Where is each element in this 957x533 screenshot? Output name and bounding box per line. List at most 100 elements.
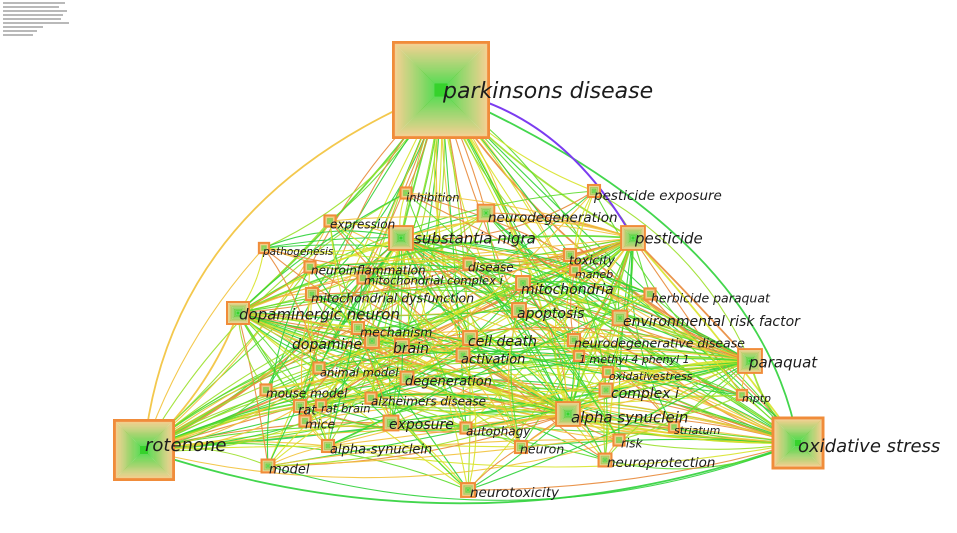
network-link xyxy=(567,359,751,415)
node-ring xyxy=(298,404,302,408)
node-neurotox[interactable] xyxy=(460,482,476,498)
network-link xyxy=(327,277,364,447)
node-animal[interactable] xyxy=(312,361,326,375)
node-dopamine[interactable] xyxy=(364,333,380,349)
node-mptp[interactable] xyxy=(735,388,749,402)
network-link xyxy=(522,281,651,295)
node-rotenone[interactable] xyxy=(113,419,175,481)
node-erf[interactable] xyxy=(611,309,629,327)
node-pd[interactable] xyxy=(392,41,490,139)
node-apop[interactable] xyxy=(511,302,527,318)
network-link xyxy=(593,190,751,362)
node-mito[interactable] xyxy=(515,275,531,291)
node-autophagy[interactable] xyxy=(459,421,473,435)
node-ring xyxy=(603,458,607,462)
network-link xyxy=(371,340,522,448)
node-ox[interactable] xyxy=(771,416,825,470)
node-label-ox: oxidative stress xyxy=(798,436,940,457)
node-ring xyxy=(517,308,521,312)
node-ring xyxy=(521,281,525,285)
node-striatum[interactable] xyxy=(667,420,681,434)
node-neuron[interactable] xyxy=(513,439,529,455)
node-ndd[interactable] xyxy=(566,332,582,348)
node-model[interactable] xyxy=(260,458,276,474)
network-link xyxy=(143,237,402,451)
node-alphasyn2[interactable] xyxy=(320,438,336,454)
node-label-mitodys: mitochondrial dysfunction xyxy=(311,291,474,306)
node-label-mouse: mouse model xyxy=(266,387,348,401)
node-asyn[interactable] xyxy=(555,401,581,427)
node-ring xyxy=(389,421,393,425)
node-ring xyxy=(630,235,636,241)
node-label-pd: parkinsons disease xyxy=(442,79,653,104)
node-disease[interactable] xyxy=(462,257,476,271)
node-ring xyxy=(577,354,581,358)
network-link xyxy=(265,354,464,391)
node-label-activation: activation xyxy=(461,353,525,368)
network-link xyxy=(267,439,620,467)
node-neurodeg[interactable] xyxy=(476,203,496,223)
node-inhibition[interactable] xyxy=(399,186,413,200)
node-label-mechanism: mechanism xyxy=(360,325,432,340)
node-ring xyxy=(303,419,307,423)
node-label-alz: alzheimers disease xyxy=(371,395,486,409)
node-mice[interactable] xyxy=(298,414,312,428)
network-link xyxy=(263,237,651,295)
network-link xyxy=(485,212,751,362)
node-pestexp[interactable] xyxy=(586,183,602,199)
node-brain[interactable] xyxy=(394,338,410,354)
node-expression[interactable] xyxy=(323,214,337,228)
node-pest[interactable] xyxy=(620,225,646,251)
node-ring xyxy=(468,336,472,340)
network-link xyxy=(400,237,675,428)
node-ring xyxy=(356,326,360,330)
network-link xyxy=(143,439,620,479)
node-mitodys[interactable] xyxy=(304,286,320,302)
node-exposure[interactable] xyxy=(382,414,400,432)
node-ring xyxy=(519,445,523,449)
node-herbpara[interactable] xyxy=(643,287,657,301)
network-link xyxy=(237,312,743,397)
node-dn[interactable] xyxy=(226,301,250,325)
network-link xyxy=(309,266,469,491)
node-mitocx[interactable] xyxy=(356,271,370,285)
node-alz[interactable] xyxy=(364,391,378,405)
node-rat[interactable] xyxy=(292,398,308,414)
node-degeneration[interactable] xyxy=(399,370,415,386)
network-link xyxy=(574,269,608,461)
network-link xyxy=(237,312,329,447)
network-link xyxy=(405,192,634,239)
node-risk[interactable] xyxy=(612,433,626,447)
network-link xyxy=(357,327,751,372)
network-link xyxy=(467,446,522,491)
node-maneb[interactable] xyxy=(568,263,582,277)
network-link xyxy=(468,263,606,461)
network-link xyxy=(237,263,470,314)
node-ring xyxy=(370,339,374,343)
network-link xyxy=(237,289,621,319)
node-oxstress2[interactable] xyxy=(601,365,615,379)
node-ring xyxy=(139,445,149,455)
network-link xyxy=(370,309,520,399)
node-neuroinfl[interactable] xyxy=(303,260,317,274)
network-link xyxy=(263,244,751,362)
node-toxicity[interactable] xyxy=(562,247,578,263)
node-mechanism[interactable] xyxy=(350,320,366,336)
node-activation[interactable] xyxy=(455,347,471,363)
node-label-ratbrain: rat brain xyxy=(321,402,371,416)
node-neuroprot[interactable] xyxy=(597,452,613,468)
network-link xyxy=(237,192,407,314)
network-link xyxy=(440,89,799,444)
node-mptp4[interactable] xyxy=(572,349,586,363)
node-paraquat[interactable] xyxy=(737,348,763,374)
network-link xyxy=(311,293,743,396)
node-celldeath[interactable] xyxy=(462,330,478,346)
node-ratbrain[interactable] xyxy=(314,398,328,412)
node-mouse[interactable] xyxy=(259,383,273,397)
node-sn[interactable] xyxy=(388,225,414,251)
node-pathogenesis[interactable] xyxy=(257,241,271,255)
node-complexi[interactable] xyxy=(598,382,614,398)
node-label-dopamine: dopamine xyxy=(292,337,362,353)
network-link xyxy=(370,358,751,399)
